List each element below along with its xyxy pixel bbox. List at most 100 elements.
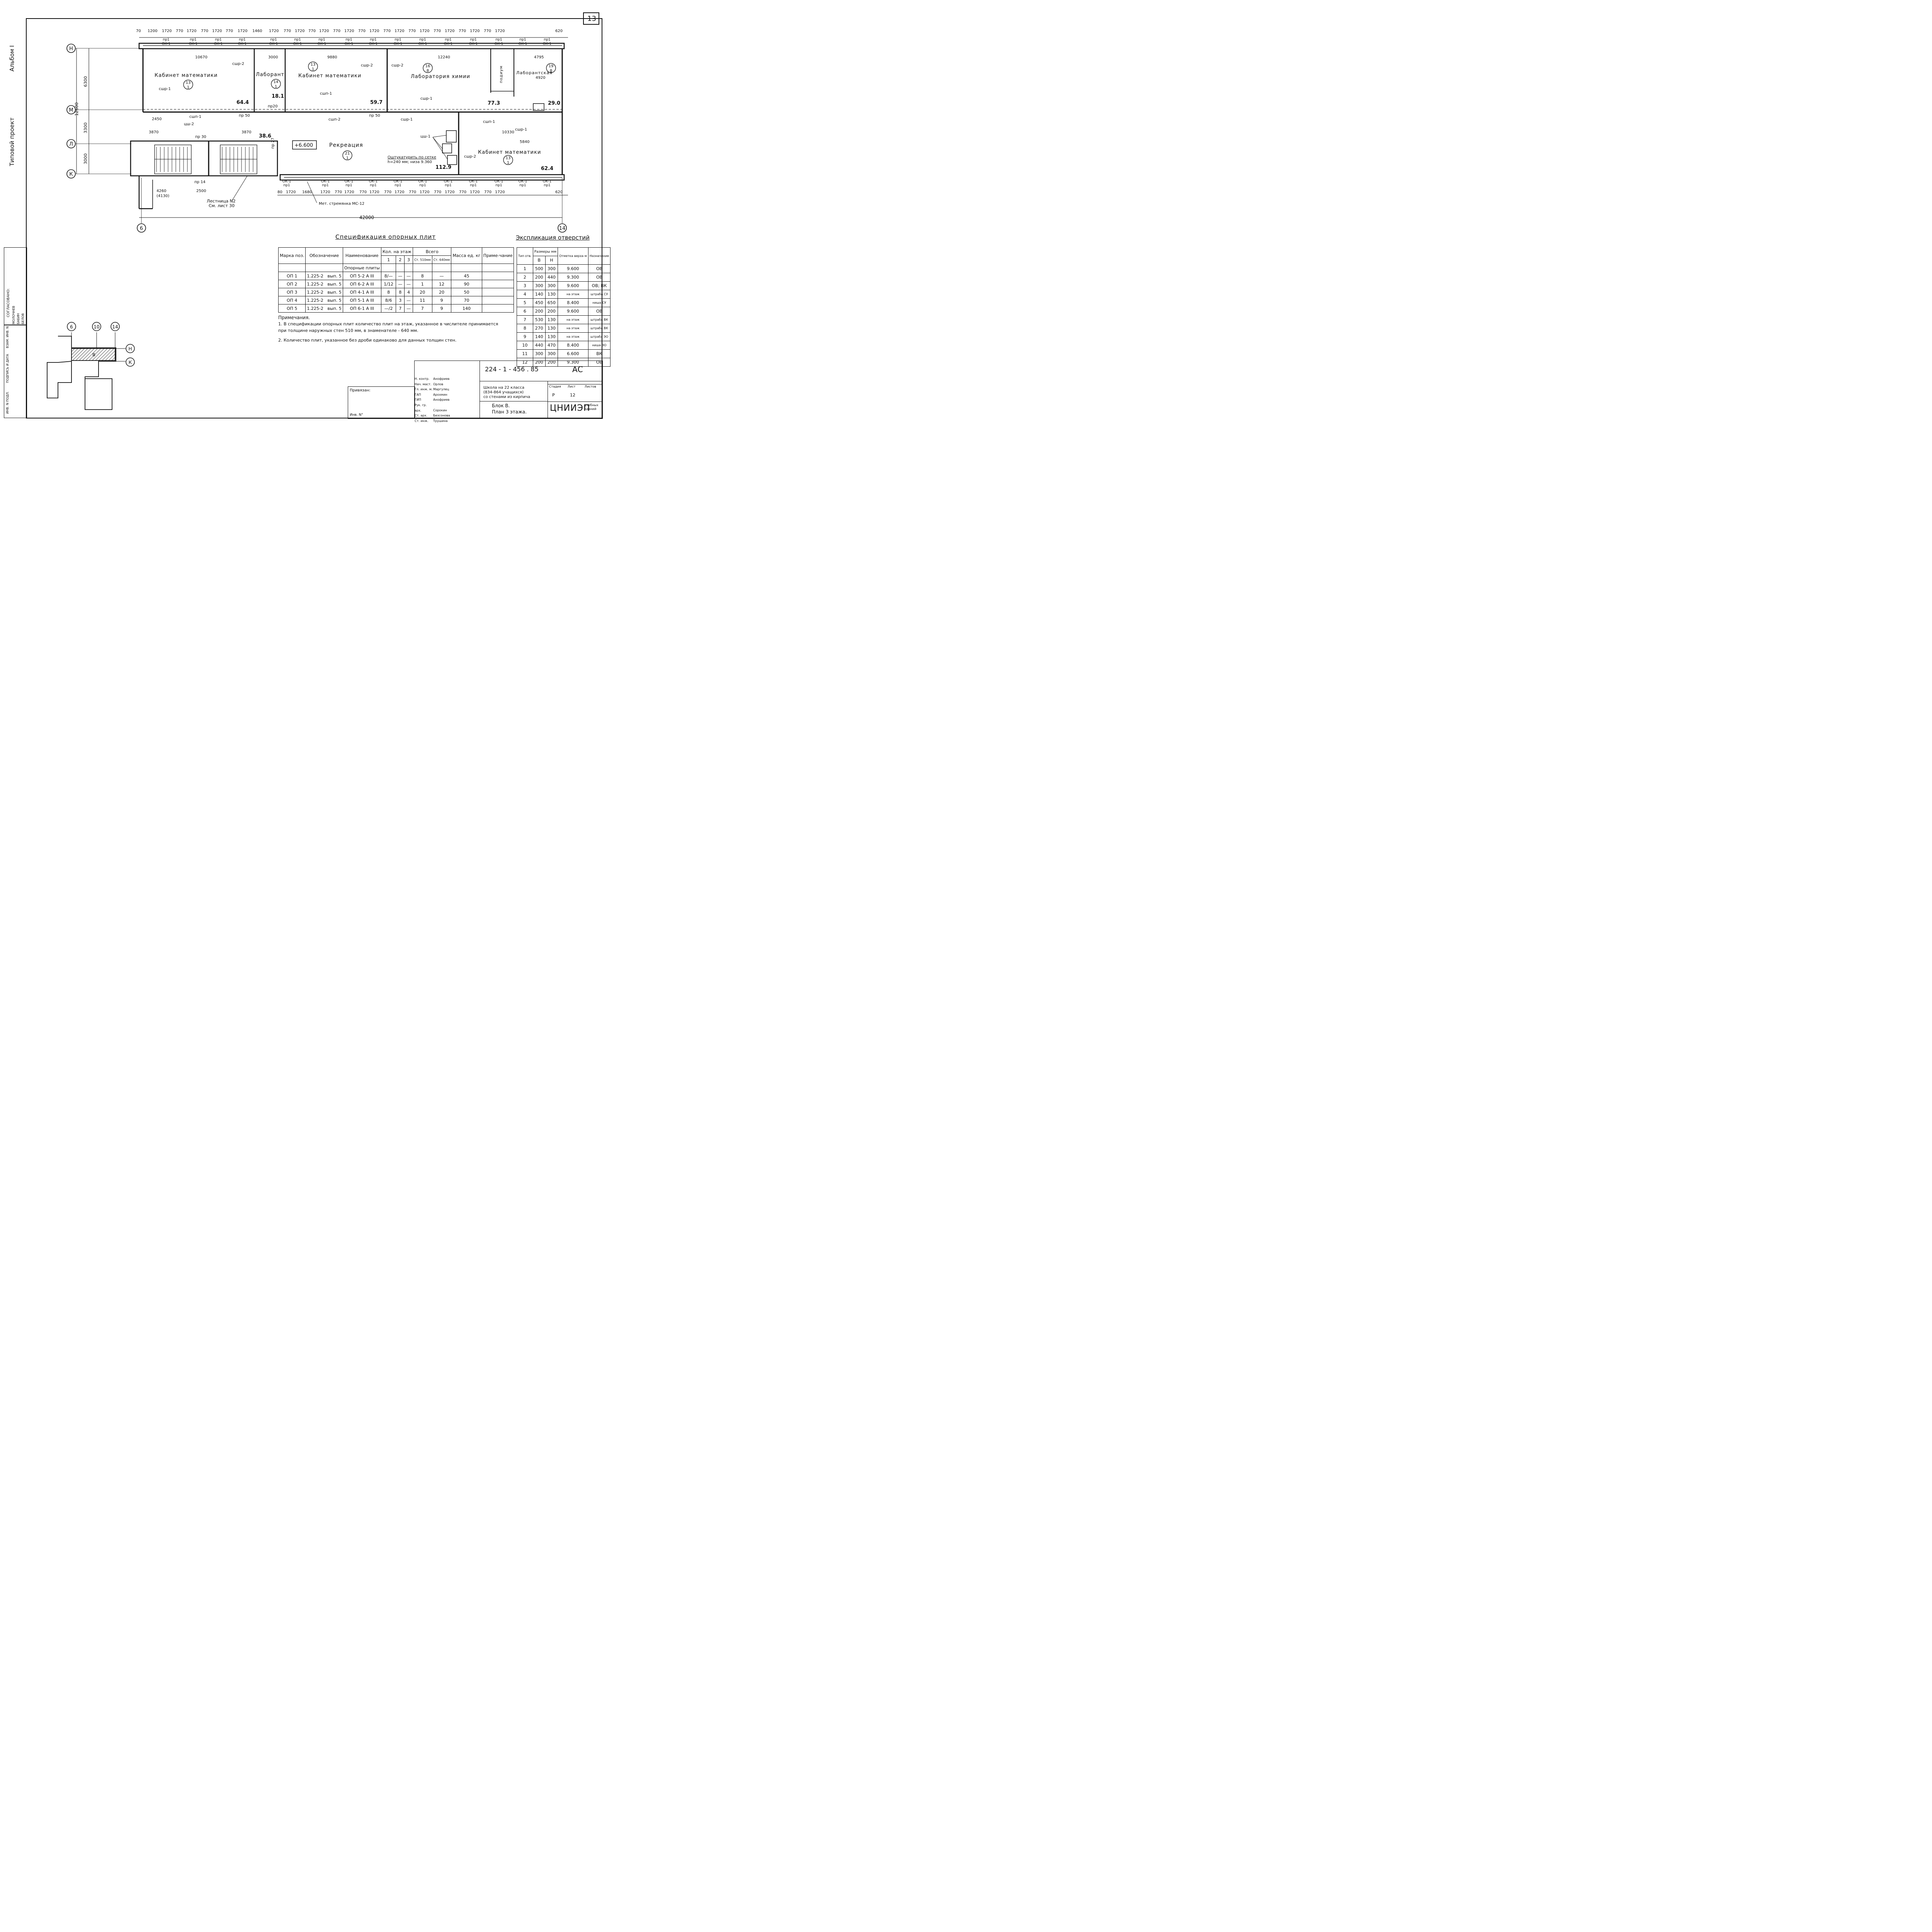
room-area: 77.3 xyxy=(488,100,500,106)
svg-text:80: 80 xyxy=(277,190,282,194)
svg-text:пр1: пр1 xyxy=(370,38,376,42)
svg-text:пр1: пр1 xyxy=(445,184,451,187)
svg-text:1720: 1720 xyxy=(420,190,429,194)
sheet-number: 13 xyxy=(587,15,596,23)
svg-text:ОК-1: ОК-1 xyxy=(369,180,378,184)
svg-text:ОК-1: ОК-1 xyxy=(369,42,378,46)
axis-bubble-6 xyxy=(137,223,146,233)
svg-text:цш-2: цш-2 xyxy=(184,122,194,126)
title-block: 224 - 1 - 456 . 85 АС Школа на 22 класса… xyxy=(414,361,603,423)
room-area: 59.7 xyxy=(370,100,383,105)
svg-text:ОК-1: ОК-1 xyxy=(394,42,402,46)
svg-text:1720: 1720 xyxy=(495,190,505,194)
svg-text:4795: 4795 xyxy=(534,55,544,60)
svg-text:1720: 1720 xyxy=(369,29,379,33)
svg-text:770: 770 xyxy=(408,29,416,33)
svg-text:1: 1 xyxy=(346,156,349,160)
people-list: Н. контр.Анофриев Нач. маст.Орлов Гл. ин… xyxy=(415,377,450,423)
svg-text:сшр-1: сшр-1 xyxy=(420,97,432,101)
svg-text:ОК-1: ОК-1 xyxy=(162,42,170,46)
svg-text:1720: 1720 xyxy=(212,29,222,33)
svg-text:770: 770 xyxy=(434,190,441,194)
top-dim-string: 70 1200 1720 770 1720 770 1720 770 1720 … xyxy=(136,29,563,33)
svg-text:1720: 1720 xyxy=(269,29,279,33)
svg-text:ОК-1: ОК-1 xyxy=(418,42,427,46)
svg-text:1: 1 xyxy=(507,161,509,165)
svg-text:770: 770 xyxy=(459,29,466,33)
axis-label-k: К xyxy=(69,172,73,177)
svg-text:1200: 1200 xyxy=(148,29,157,33)
svg-text:9880: 9880 xyxy=(327,55,337,60)
svg-text:1720: 1720 xyxy=(395,29,404,33)
svg-text:1720: 1720 xyxy=(420,29,429,33)
axis-bubble-m xyxy=(66,105,76,114)
spec-header: Обозначение xyxy=(305,247,343,264)
svg-text:ОК-1: ОК-1 xyxy=(418,180,427,184)
svg-text:сшп-1: сшп-1 xyxy=(483,120,495,124)
svg-text:1720: 1720 xyxy=(445,190,454,194)
spec-title: Спецификация опорных плит xyxy=(335,233,436,240)
svg-text:4260: 4260 xyxy=(156,189,166,193)
svg-text:пр1: пр1 xyxy=(470,184,476,187)
expl-table: Тип отв. Размеры мм Отметка верха м Назн… xyxy=(517,247,611,367)
room-area: 64.4 xyxy=(236,100,249,105)
svg-text:ОК-1: ОК-1 xyxy=(345,42,353,46)
spec-header: Наименование xyxy=(342,247,381,264)
svg-text:сшр-1: сшр-1 xyxy=(159,87,171,91)
svg-text:ОК-1: ОК-1 xyxy=(269,42,278,46)
axis-bubble-n xyxy=(66,44,76,53)
svg-text:10330: 10330 xyxy=(502,130,514,134)
svg-text:пр1: пр1 xyxy=(215,38,221,42)
svg-text:770: 770 xyxy=(284,29,291,33)
room-name: Лаборант. xyxy=(256,72,286,78)
svg-text:сшр-1: сшр-1 xyxy=(515,128,527,132)
key-axis: К xyxy=(129,360,132,365)
room-num: 21 xyxy=(345,151,350,156)
room-area: 112.9 xyxy=(435,165,451,170)
axis-bubbles xyxy=(66,44,567,233)
svg-text:сшп-2: сшп-2 xyxy=(328,117,340,122)
podium-label: подиум xyxy=(499,65,503,83)
drawing-sheet: Н М Л К 6 14 131 141 131 168 198 211 131… xyxy=(26,12,602,418)
room-num: 19 xyxy=(549,64,554,68)
axis-bubble-l xyxy=(66,139,76,148)
key-axis: 14 xyxy=(112,324,118,330)
svg-text:пр1: пр1 xyxy=(163,38,169,42)
svg-text:770: 770 xyxy=(484,190,492,194)
notes-title: Примечания. xyxy=(278,315,310,320)
key-axis: 10 xyxy=(94,324,99,330)
elevation-mark: +6.600 xyxy=(294,143,313,148)
svg-text:770: 770 xyxy=(409,190,416,194)
svg-text:770: 770 xyxy=(226,29,233,33)
svg-text:пр1: пр1 xyxy=(519,38,526,42)
axis-bubble-k xyxy=(66,169,76,179)
svg-text:1720: 1720 xyxy=(286,190,296,194)
bottom-dim-string: 80 1720 1680 1720 770 1720 770 1720 770 … xyxy=(277,190,563,194)
svg-text:3870: 3870 xyxy=(149,130,158,134)
svg-text:42000: 42000 xyxy=(359,215,374,220)
room-name: Кабинет математики xyxy=(478,150,541,155)
svg-text:пр1: пр1 xyxy=(283,184,290,187)
room-area: 18.1 xyxy=(272,94,284,99)
svg-text:ОК-1: ОК-1 xyxy=(495,180,503,184)
key-block: В xyxy=(92,352,95,357)
svg-text:770: 770 xyxy=(201,29,208,33)
svg-text:сшп-1: сшп-1 xyxy=(189,115,201,119)
plaster-note: Оштукатурить по сетке xyxy=(388,155,436,160)
svg-text:770: 770 xyxy=(358,29,366,33)
svg-text:1720: 1720 xyxy=(470,29,480,33)
room-name: Кабинет математики xyxy=(155,73,218,78)
svg-text:1680: 1680 xyxy=(302,190,312,194)
svg-text:пр1: пр1 xyxy=(495,38,502,42)
svg-text:1: 1 xyxy=(312,67,314,71)
expl-title: Экспликация отверстий xyxy=(516,234,590,241)
svg-text:70: 70 xyxy=(136,29,141,33)
svg-text:ОК-1: ОК-1 xyxy=(318,42,326,46)
svg-text:12240: 12240 xyxy=(438,55,450,60)
